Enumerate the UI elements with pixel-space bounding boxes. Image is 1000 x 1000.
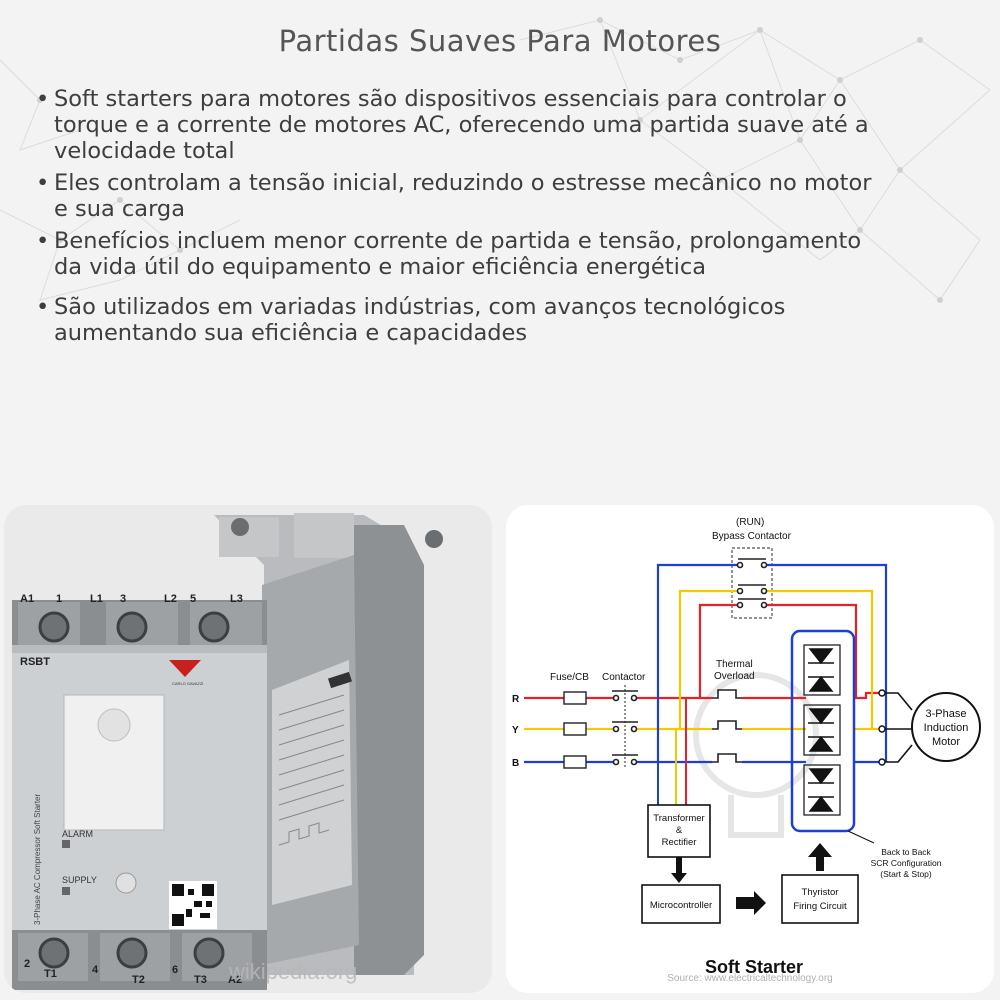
microcontroller-label: Microcontroller bbox=[650, 900, 712, 911]
motor-symbol bbox=[911, 692, 981, 762]
model-label: RSBT bbox=[20, 656, 50, 668]
bullet-line: aumentando sua eficiência e capacidades bbox=[54, 320, 528, 346]
phase-label: Y bbox=[512, 725, 519, 736]
bullet-line: Benefícios incluem menor corrente de par… bbox=[54, 228, 862, 254]
bullet-line: e sua carga bbox=[54, 196, 186, 222]
terminal-label: T2 bbox=[132, 974, 145, 986]
terminal-label: 1 bbox=[56, 593, 62, 605]
terminal-label: 4 bbox=[92, 964, 99, 976]
terminal-label: 3 bbox=[120, 593, 126, 605]
bullet-list: • Soft starters para motores são disposi… bbox=[32, 86, 972, 346]
motor-label: Motor bbox=[932, 736, 960, 748]
bullet-item: • Soft starters para motores são disposi… bbox=[32, 86, 972, 164]
transformer-label: & bbox=[676, 825, 683, 836]
bullet-item: • São utilizados em variadas indústrias,… bbox=[32, 294, 972, 346]
bullet-line: torque e a corrente de motores AC, ofere… bbox=[54, 112, 869, 138]
soft-starter-circuit-diagram: (RUN) Bypass Contactor Fuse/CB Contactor… bbox=[512, 517, 981, 984]
alarm-label: ALARM bbox=[62, 829, 93, 839]
run-label: (RUN) bbox=[736, 517, 764, 528]
scr-thyristor-icon bbox=[808, 648, 834, 812]
diagram-source: Source: www.electricaltechnology.org bbox=[667, 973, 832, 984]
fuse-label: Fuse/CB bbox=[550, 672, 589, 683]
thyristor-firing-block bbox=[781, 874, 859, 924]
motor-label: 3-Phase bbox=[926, 708, 967, 720]
bullet-line: Eles controlam a tensão inicial, reduzin… bbox=[54, 170, 872, 196]
bullet-line: Soft starters para motores são dispositi… bbox=[54, 86, 847, 112]
contactor-label: Contactor bbox=[602, 672, 646, 683]
phase-label: B bbox=[512, 758, 519, 769]
network-background bbox=[0, 17, 991, 303]
scr-note: Back to Back bbox=[881, 847, 931, 857]
bullet-item: • Eles controlam a tensão inicial, reduz… bbox=[32, 170, 972, 222]
terminal-label: T3 bbox=[194, 974, 207, 986]
terminal-label: A2 bbox=[228, 974, 242, 986]
terminal-label: L1 bbox=[90, 593, 103, 605]
terminal-label: 6 bbox=[172, 964, 178, 976]
brand-logo-text: CARLO GAVAZZI bbox=[172, 681, 203, 686]
bypass-contactor-box bbox=[731, 547, 773, 619]
overload-label: Overload bbox=[714, 671, 755, 682]
bullet-line: velocidade total bbox=[54, 138, 235, 164]
page-title: Partidas Suaves Para Motores bbox=[278, 24, 722, 58]
transformer-label: Transformer bbox=[653, 813, 704, 824]
terminal-label: L2 bbox=[164, 593, 177, 605]
bullet-dot: • bbox=[36, 86, 50, 112]
scr-note: (Start & Stop) bbox=[880, 869, 932, 879]
bullet-line: da vida útil do equipamento e maior efic… bbox=[54, 254, 706, 280]
supply-label: SUPPLY bbox=[62, 875, 97, 885]
soft-starter-device-illustration: A1 1 L1 3 L2 5 L3 2 T1 4 T2 6 T3 A2 RSBT… bbox=[12, 513, 443, 990]
scr-note: SCR Configuration bbox=[871, 858, 942, 868]
terminal-label: T1 bbox=[44, 968, 57, 980]
bullet-dot: • bbox=[36, 170, 50, 196]
bullet-dot: • bbox=[36, 294, 50, 320]
bullet-item: • Benefícios incluem menor corrente de p… bbox=[32, 228, 972, 280]
circuit-diagram-card: (RUN) Bypass Contactor Fuse/CB Contactor… bbox=[506, 505, 994, 993]
bullet-dot: • bbox=[36, 228, 50, 254]
thyristor-label: Firing Circuit bbox=[793, 901, 847, 912]
transformer-block bbox=[647, 804, 711, 858]
terminal-label: L3 bbox=[230, 593, 243, 605]
thermal-label: Thermal bbox=[716, 659, 753, 670]
microcontroller-block bbox=[641, 884, 721, 924]
thyristor-label: Thyristor bbox=[802, 887, 839, 898]
motor-label: Induction bbox=[924, 722, 969, 734]
diagram-caption: Soft Starter bbox=[705, 957, 803, 977]
device-side-text: 3-Phase AC Compressor Soft Starter bbox=[33, 794, 42, 926]
bullet-line: São utilizados em variadas indústrias, c… bbox=[54, 294, 786, 320]
device-photo-card: A1 1 L1 3 L2 5 L3 2 T1 4 T2 6 T3 A2 RSBT… bbox=[4, 505, 492, 993]
flow-arrow-icon bbox=[671, 843, 832, 915]
scr-module-box bbox=[790, 629, 856, 833]
watermark: wikipedia.org bbox=[228, 959, 357, 984]
terminal-label: 2 bbox=[24, 958, 30, 970]
terminal-label: A1 bbox=[20, 593, 34, 605]
terminal-label: 5 bbox=[190, 593, 196, 605]
bulb-watermark-icon bbox=[693, 672, 819, 838]
bypass-label: Bypass Contactor bbox=[712, 531, 792, 542]
transformer-label: Rectifier bbox=[662, 837, 697, 848]
phase-label: R bbox=[512, 694, 520, 705]
